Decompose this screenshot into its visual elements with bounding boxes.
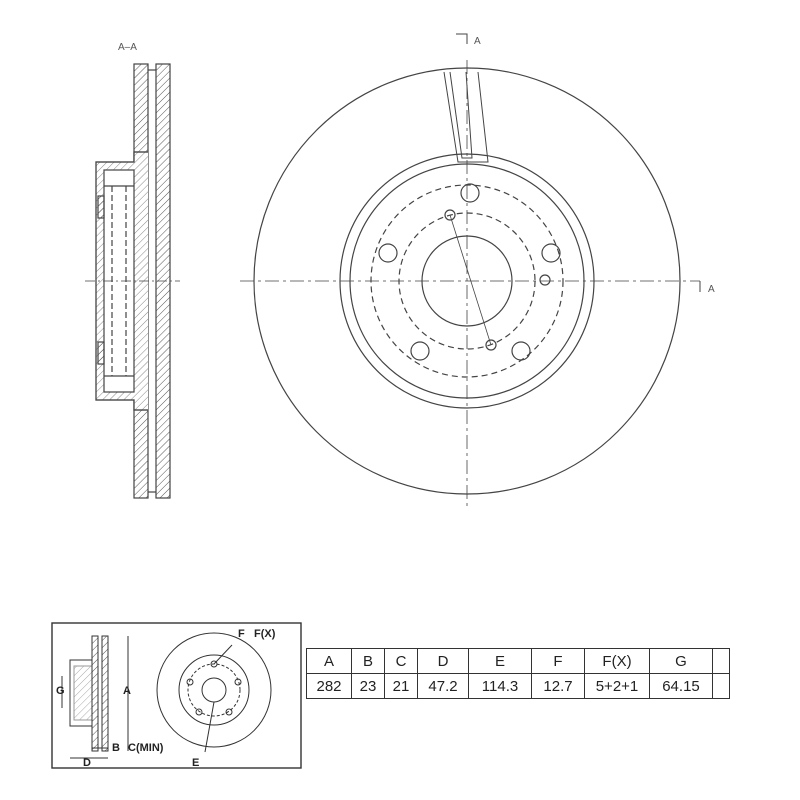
spec-table-value-row: 282 23 21 47.2 114.3 12.7 5+2+1 64.15 [306,673,730,699]
stud-hole [511,341,531,361]
value-a: 282 [306,673,352,699]
value-b: 23 [351,673,385,699]
legend-label-c: C(MIN) [128,742,164,754]
value-f: 12.7 [531,673,585,699]
section-marker-top: A [474,36,481,47]
legend-label-d: D [83,757,91,769]
stud-hole [460,183,480,203]
header-f: F [531,648,585,674]
value-e: 114.3 [468,673,532,699]
value-fx: 5+2+1 [584,673,650,699]
stud-hole [410,341,430,361]
legend-label-a: A [123,685,131,697]
value-g: 64.15 [649,673,713,699]
stud-hole [378,243,398,263]
value-d: 47.2 [417,673,469,699]
header-b: B [351,648,385,674]
section-view: A–A [85,42,180,499]
legend-label-f: F [238,628,245,640]
screw-hole [485,339,497,351]
stud-hole [541,243,561,263]
legend-label-e: E [192,757,199,769]
section-marker-right: A [708,284,715,295]
legend-frame [51,622,302,769]
legend-label-fx: F(X) [254,628,276,640]
header-e: E [468,648,532,674]
header-fx: F(X) [584,648,650,674]
legend-label-b: B [112,742,120,754]
screw-hole [539,274,551,286]
screw-hole [444,209,456,221]
section-label: A–A [118,42,137,53]
value-blank [712,673,730,699]
spec-table: A B C D E F F(X) G 282 23 21 47.2 114.3 … [306,648,730,699]
dimension-legend: F F(X) G A B C(MIN) D E [51,622,302,769]
header-blank [712,648,730,674]
spec-table-header-row: A B C D E F F(X) G [306,648,730,674]
front-view: A A [240,33,715,510]
header-g: G [649,648,713,674]
legend-label-g: G [56,685,65,697]
header-d: D [417,648,469,674]
value-c: 21 [384,673,418,699]
header-c: C [384,648,418,674]
header-a: A [306,648,352,674]
